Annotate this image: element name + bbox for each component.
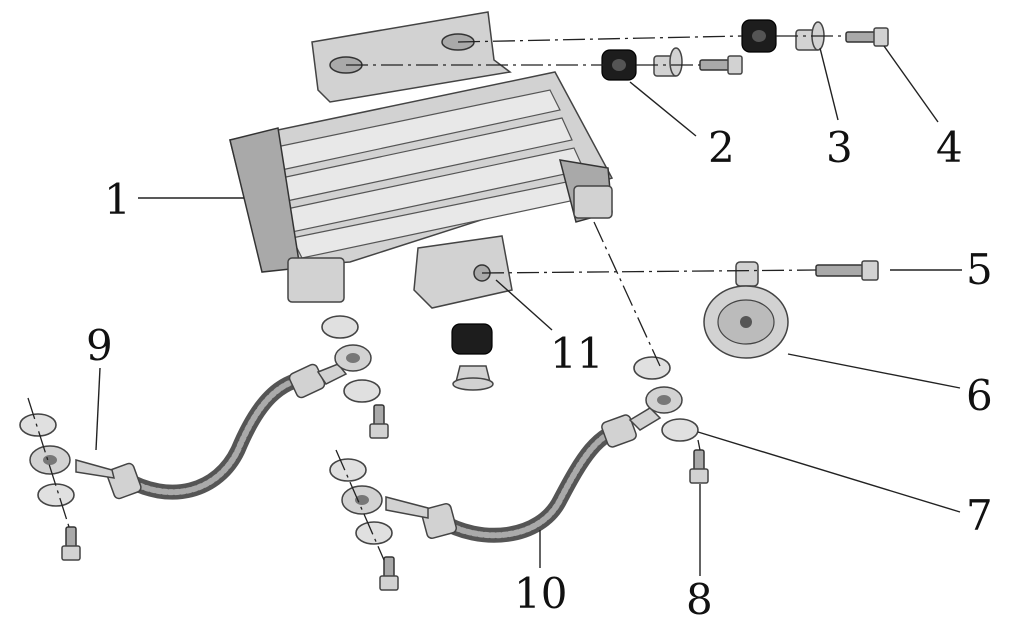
oil-cooler-part-1 [229,11,614,309]
rubber-grommet-part-2 [601,19,777,81]
assembly-center-lines [27,35,846,561]
oil-hose-part-10 [341,386,683,543]
callout-label-2: 2 [708,123,735,172]
horn-part-6 [703,261,789,359]
callout-label-11: 11 [550,329,603,378]
collar-part-3 [653,21,825,77]
callout-label-1: 1 [104,175,131,224]
callout-label-10: 10 [514,569,567,618]
banjo-bolts-part-8 [61,404,709,591]
callout-leader-lines [95,45,962,576]
grommet-collar-part-11 [451,323,494,391]
callout-label-8: 8 [686,575,713,624]
callout-label-3: 3 [826,123,853,172]
callout-label-6: 6 [966,371,993,420]
bolt-part-4 [699,27,889,75]
callout-label-5: 5 [966,245,993,294]
oil-hose-part-9 [29,344,372,500]
bolt-part-5 [815,260,879,281]
sealing-washers-part-7 [19,315,699,545]
callout-label-7: 7 [966,491,993,540]
callout-label-9: 9 [86,321,113,370]
callout-label-4: 4 [936,123,963,172]
